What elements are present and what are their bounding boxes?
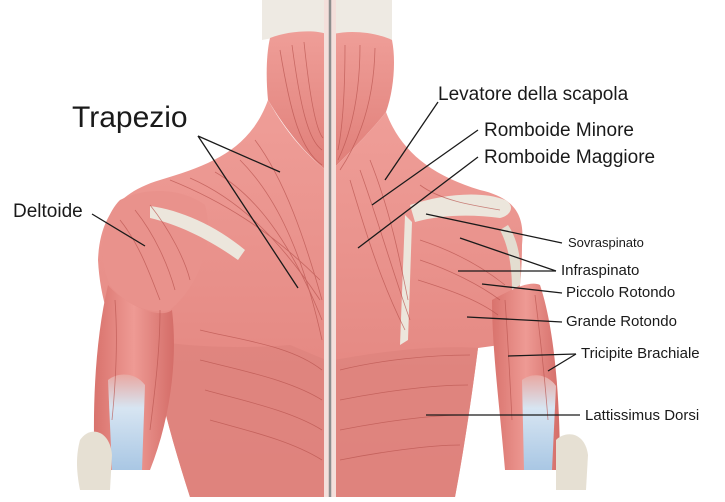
elbow-right — [556, 434, 588, 490]
label-trapezio: Trapezio — [72, 103, 188, 133]
label-romboide-minore: Romboide Minore — [484, 121, 634, 140]
label-piccolo-rotondo: Piccolo Rotondo — [566, 285, 675, 300]
lower-right-shade — [334, 347, 478, 497]
label-levatore: Levatore della scapola — [438, 85, 628, 104]
label-tricipite: Tricipite Brachiale — [581, 346, 700, 361]
label-deltoide: Deltoide — [13, 202, 83, 221]
label-romboide-maggiore: Romboide Maggiore — [484, 148, 655, 167]
label-infraspinato: Infraspinato — [561, 263, 639, 278]
elbow-left — [77, 432, 112, 490]
tendon-right — [522, 375, 556, 470]
label-lattissimus: Lattissimus Dorsi — [585, 408, 699, 423]
tendon-left — [108, 375, 145, 470]
label-sovraspinato: Sovraspinato — [568, 236, 644, 249]
label-grande-rotondo: Grande Rotondo — [566, 314, 677, 329]
